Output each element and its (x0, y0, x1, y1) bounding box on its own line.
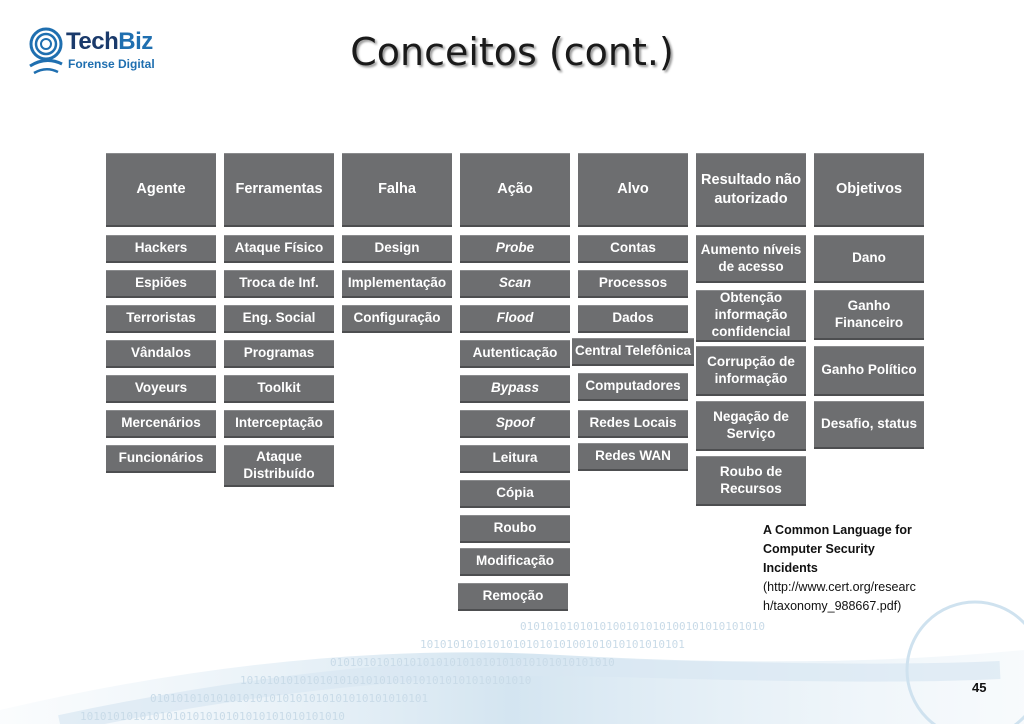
taxonomy-item: Leitura (460, 445, 570, 473)
taxonomy-item: Implementação (342, 270, 452, 298)
logo-swirl-icon (29, 27, 63, 75)
taxonomy-item: Troca de Inf. (224, 270, 334, 298)
column-header: Resultado não autorizado (696, 153, 806, 227)
taxonomy-item: Autenticação (460, 340, 570, 368)
taxonomy-item: Roubo (460, 515, 570, 543)
taxonomy-item: Scan (460, 270, 570, 298)
reference-citation: A Common Language for Computer Security … (763, 521, 963, 616)
taxonomy-item: Processos (578, 270, 688, 298)
taxonomy-item: Modificação (460, 548, 570, 576)
column-header: Objetivos (814, 153, 924, 227)
taxonomy-item: Ataque Distribuído (224, 445, 334, 487)
taxonomy-item: Interceptação (224, 410, 334, 438)
reference-url[interactable]: (http://www.cert.org/research/taxonomy_9… (763, 580, 916, 613)
taxonomy-item: Redes WAN (578, 443, 688, 471)
taxonomy-item: Remoção (458, 583, 568, 611)
taxonomy-item: Mercenários (106, 410, 216, 438)
taxonomy-item: Terroristas (106, 305, 216, 333)
column-header: Falha (342, 153, 452, 227)
column-header: Agente (106, 153, 216, 227)
taxonomy-item: Bypass (460, 375, 570, 403)
taxonomy-item: Corrupção de informação (696, 346, 806, 396)
background-binary-art: 0101010101010100101010100101010101010 10… (0, 560, 1024, 724)
taxonomy-item: Desafio, status (814, 401, 924, 449)
taxonomy-item: Dano (814, 235, 924, 283)
column-header: Alvo (578, 153, 688, 227)
logo-wordmark: TechBiz (66, 28, 153, 55)
taxonomy-item: Aumento níveis de acesso (696, 235, 806, 283)
taxonomy-item: Design (342, 235, 452, 263)
taxonomy-item: Obtenção informação confidencial (696, 290, 806, 342)
taxonomy-item: Configuração (342, 305, 452, 333)
logo-subtitle: Forense Digital (68, 57, 155, 71)
techbiz-logo: TechBiz Forense Digital (28, 24, 168, 80)
taxonomy-item: Ganho Político (814, 346, 924, 396)
taxonomy-item: Dados (578, 305, 688, 333)
taxonomy-item: Toolkit (224, 375, 334, 403)
taxonomy-item: Probe (460, 235, 570, 263)
column-header: Ferramentas (224, 153, 334, 227)
taxonomy-item: Computadores (578, 373, 688, 401)
taxonomy-item: Spoof (460, 410, 570, 438)
page-title: Conceitos (cont.) (350, 30, 674, 74)
taxonomy-item: Negação de Serviço (696, 401, 806, 451)
page-number: 45 (972, 680, 987, 695)
taxonomy-item: Hackers (106, 235, 216, 263)
taxonomy-item: Cópia (460, 480, 570, 508)
column-header: Ação (460, 153, 570, 227)
taxonomy-item: Ganho Financeiro (814, 290, 924, 340)
reference-title: A Common Language for Computer Security … (763, 523, 912, 575)
taxonomy-item: Roubo de Recursos (696, 456, 806, 506)
taxonomy-item: Redes Locais (578, 410, 688, 438)
taxonomy-item: Eng. Social (224, 305, 334, 333)
taxonomy-item: Flood (460, 305, 570, 333)
taxonomy-item: Espiões (106, 270, 216, 298)
taxonomy-item: Funcionários (106, 445, 216, 473)
taxonomy-item: Vândalos (106, 340, 216, 368)
taxonomy-item: Programas (224, 340, 334, 368)
taxonomy-item: Voyeurs (106, 375, 216, 403)
background-swoosh (0, 600, 1024, 724)
taxonomy-item: Contas (578, 235, 688, 263)
taxonomy-item: Ataque Físico (224, 235, 334, 263)
taxonomy-item: Central Telefônica (572, 338, 694, 366)
